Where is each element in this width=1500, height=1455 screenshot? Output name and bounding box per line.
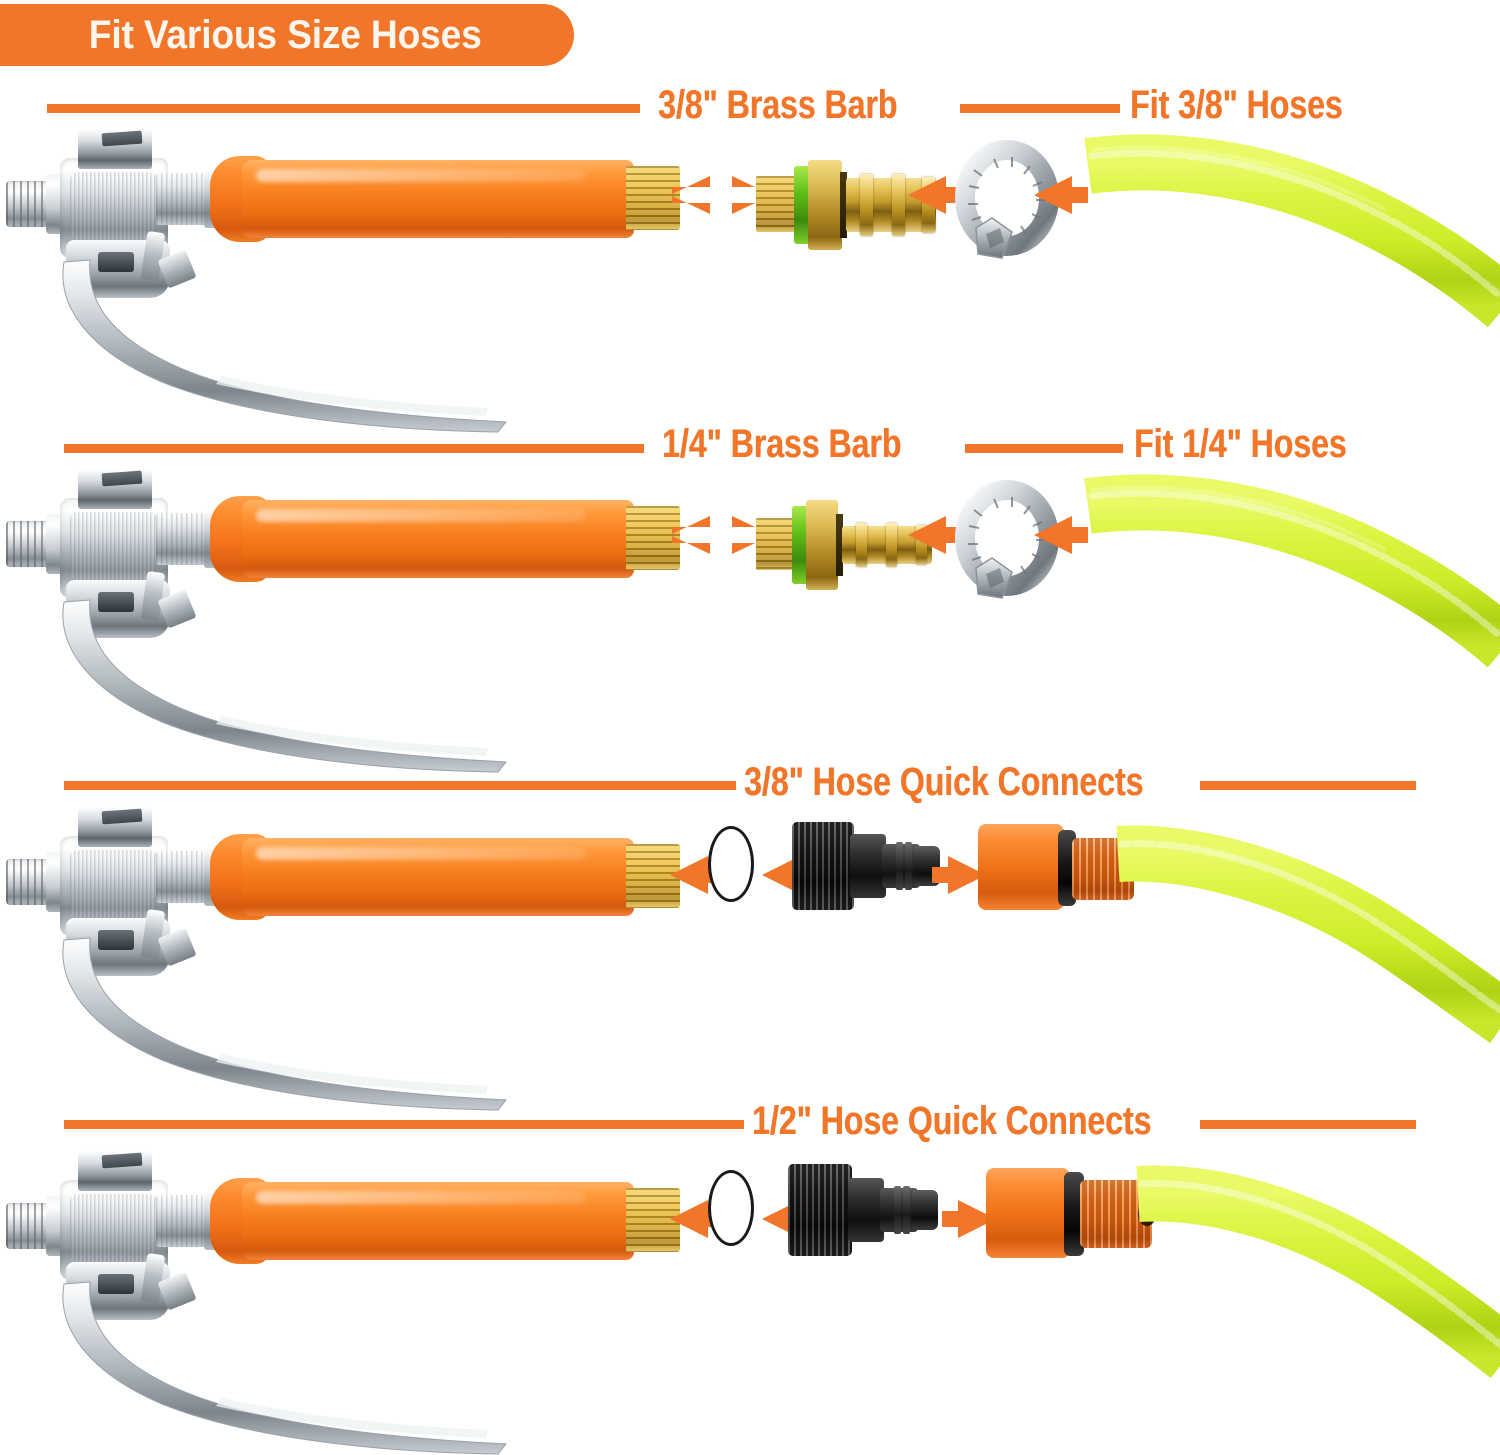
row-4-label-left: 1/2" Hose Quick Connects: [752, 1099, 1152, 1143]
gun-trigger-lever: [46, 256, 566, 436]
gun-handle-highlight: [256, 509, 586, 522]
gun-trigger-shadow: [98, 592, 134, 612]
row-4-rule-right: [1200, 1120, 1416, 1129]
gun-handle-highlight: [256, 847, 586, 860]
barb-male-thread: [756, 176, 796, 232]
row-2-rule-mid: [965, 444, 1123, 453]
qc-insert-tip: [912, 1190, 938, 1230]
gun-brass-outlet: [626, 844, 680, 908]
occ-sleeve: [986, 1168, 1070, 1258]
row-2-rule-left: [64, 444, 644, 453]
barb-rib-2: [886, 523, 897, 567]
row-2-label-left: 1/4" Brass Barb: [662, 422, 902, 466]
barb-green-gasket: [794, 166, 810, 244]
garden-hose: [1084, 470, 1500, 668]
gun-top-slot: [101, 808, 143, 825]
gun-brass-outlet: [626, 166, 680, 230]
garden-hose: [1116, 822, 1500, 1044]
garden-hose: [1084, 130, 1500, 328]
gun-top-slot: [101, 470, 143, 487]
row-3-rule-left: [64, 781, 736, 790]
black-quick-connect: [792, 820, 940, 912]
barb-shadow-gap: [840, 172, 847, 238]
gun-trigger-lever: [46, 596, 566, 776]
gun-brass-outlet: [626, 506, 680, 570]
row-4-rule-left: [64, 1120, 744, 1129]
garden-hose: [1136, 1165, 1500, 1379]
black-quick-connect: [788, 1164, 938, 1258]
gun-trigger-shadow: [98, 252, 134, 272]
brass-barb-38: [756, 150, 936, 260]
gun-trigger-shadow: [98, 1274, 134, 1294]
qc-knurled-nut: [788, 1164, 852, 1256]
row-1-rule-left: [47, 104, 640, 113]
row-2-label-right: Fit 1/4" Hoses: [1134, 422, 1347, 466]
gun-trigger-lever: [46, 934, 566, 1114]
barb-rib-2: [892, 174, 905, 236]
occ-black-oring: [1058, 830, 1076, 906]
qc-ridge-1: [896, 842, 903, 890]
gun-handle-highlight: [256, 169, 586, 182]
row-1-rule-mid: [960, 104, 1120, 113]
o-ring-icon: [708, 1170, 754, 1246]
gun-handle-highlight: [256, 1191, 586, 1204]
qc-ridge-2: [903, 1186, 910, 1234]
gun-brass-outlet: [626, 1188, 680, 1252]
occ-black-oring: [1064, 1172, 1084, 1256]
barb-rib-1: [860, 174, 873, 236]
qc-ridge-1: [894, 1186, 901, 1234]
barb-shadow-gap: [836, 514, 843, 576]
spray-gun: [6, 806, 696, 1111]
spray-gun: [6, 468, 696, 773]
qc-ridge-2: [905, 842, 912, 890]
barb-hex-flange: [808, 160, 842, 250]
barb-rib-1: [856, 523, 867, 567]
brass-barb-14: [756, 490, 932, 600]
qc-body: [850, 834, 886, 898]
qc-body: [848, 1178, 884, 1242]
title-badge: Fit Various Size Hoses: [0, 4, 574, 66]
o-ring-icon: [708, 826, 754, 902]
row-3-rule-right: [1200, 781, 1416, 790]
gun-top-slot: [101, 130, 143, 147]
gun-trigger-lever: [46, 1278, 566, 1455]
qc-knurled-nut: [792, 822, 854, 910]
spray-gun: [6, 1150, 696, 1455]
row-1-label-left: 3/8" Brass Barb: [658, 83, 898, 127]
spray-gun: [6, 128, 696, 433]
row-1-label-right: Fit 3/8" Hoses: [1130, 83, 1343, 127]
occ-sleeve: [978, 824, 1064, 910]
barb-hex-flange: [806, 500, 838, 590]
page-title: Fit Various Size Hoses: [88, 12, 482, 57]
barb-green-gasket: [792, 506, 808, 584]
barb-rib-3: [916, 525, 927, 565]
barb-male-thread: [756, 518, 794, 570]
gun-top-slot: [101, 1152, 143, 1169]
gun-trigger-shadow: [98, 930, 134, 950]
row-3-label-left: 3/8" Hose Quick Connects: [744, 760, 1144, 804]
